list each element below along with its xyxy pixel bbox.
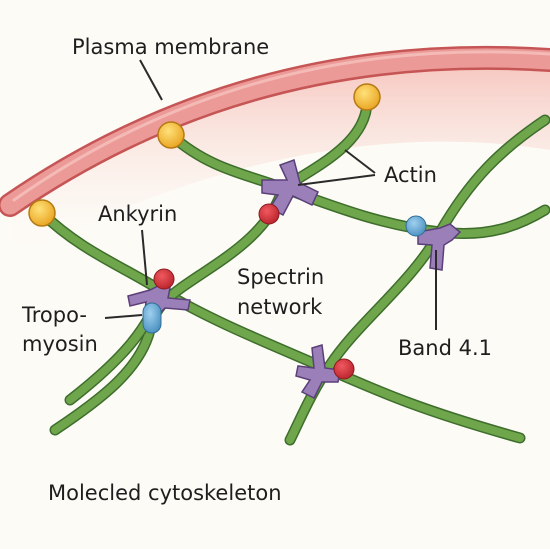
label-tropomyosin-line2: myosin	[22, 332, 98, 356]
junction-node-red	[333, 358, 355, 380]
ankyrin-tropomyosin-complex	[127, 268, 191, 334]
junction-node-red	[258, 203, 280, 225]
bottom-junction-complex	[295, 344, 355, 400]
caption: Molecled cytoskeleton	[48, 481, 282, 505]
plasma-membrane-fill	[0, 48, 550, 215]
membrane-anchor-protein	[353, 83, 381, 111]
label-plasma-membrane: Plasma membrane	[72, 35, 269, 59]
junction-node-blue	[405, 215, 427, 237]
label-ankyrin: Ankyrin	[98, 202, 177, 226]
leader-lines	[104, 59, 437, 330]
label-actin: Actin	[384, 163, 437, 187]
membrane-glow	[12, 51, 550, 260]
band41-complex	[405, 215, 462, 271]
label-spectrin-line2: network	[237, 295, 323, 319]
label-tropomyosin-line1: Tropo-	[21, 303, 87, 327]
actin-junction-complex	[258, 159, 319, 225]
membrane-anchor-protein	[157, 121, 185, 149]
plasma-membrane-highlight	[12, 50, 550, 202]
junction-node-red	[153, 268, 175, 290]
label-band41: Band 4.1	[398, 336, 492, 360]
label-spectrin-line1: Spectrin	[237, 265, 324, 289]
membrane-anchor-protein	[28, 199, 56, 227]
